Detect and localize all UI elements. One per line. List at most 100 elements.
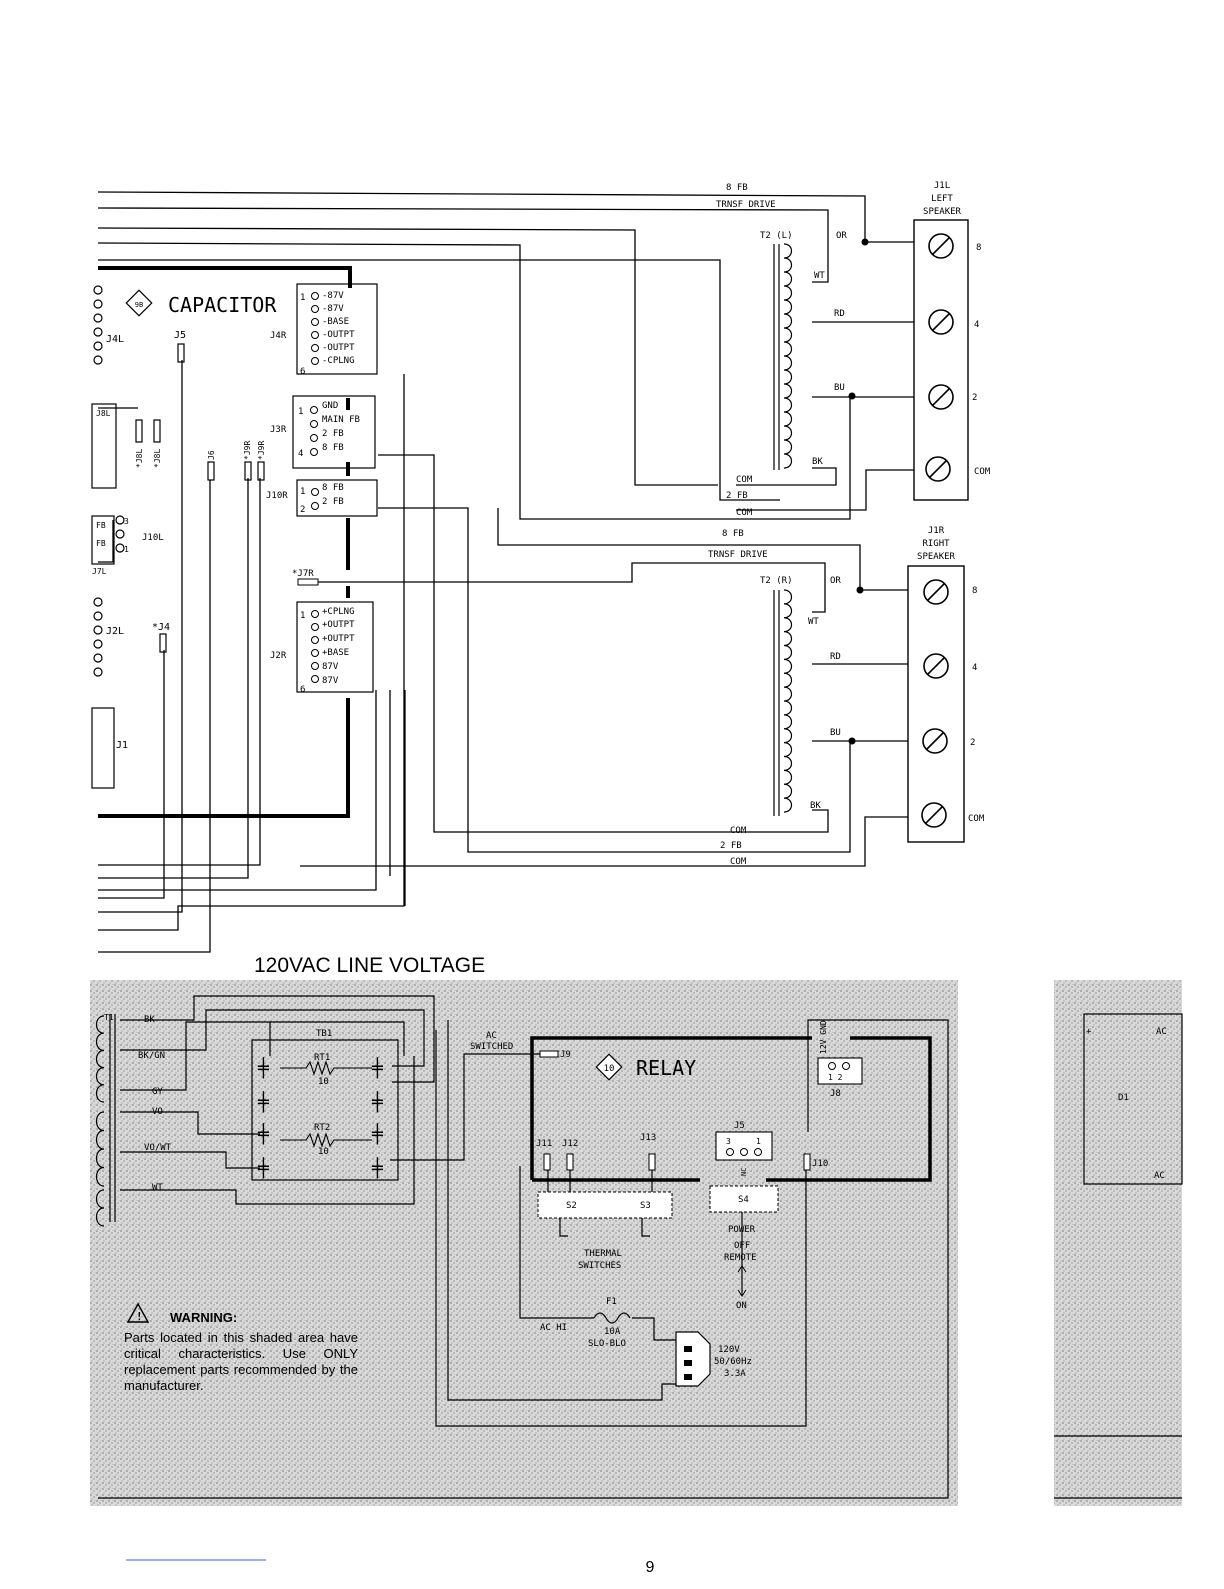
- left-transformer-coil: [783, 243, 793, 469]
- tb1-label: TB1: [316, 1029, 332, 1039]
- right-tap-wt: WT: [808, 617, 819, 627]
- j8-label: J8: [830, 1089, 841, 1099]
- s4-switch-box: [709, 1185, 779, 1213]
- svg-text:╪: ╪: [371, 1091, 384, 1113]
- rt2-value: 10: [318, 1147, 329, 1157]
- relay-bus: [530, 1036, 932, 1182]
- j10l-label: J10L: [142, 533, 164, 543]
- j4r-connector: J4R 1 6 -87V -87V -BASE -OUTPT -OUTPT -C…: [270, 283, 378, 377]
- j2r-pin-4: +BASE: [322, 648, 349, 658]
- right-terminal-2: 2: [970, 738, 975, 748]
- d1-ac-top: AC: [1156, 1027, 1167, 1037]
- s2-label: S2: [566, 1201, 577, 1211]
- right-speaker-line2: SPEAKER: [917, 552, 956, 562]
- j3r-pin-last: 4: [298, 449, 303, 459]
- j10r-label: J10R: [266, 491, 288, 501]
- warning-title: WARNING:: [170, 1310, 237, 1325]
- t1-label: T1: [104, 1013, 114, 1022]
- j4l-label: J4L: [106, 334, 124, 345]
- j2r-connector: J2R 1 6 +CPLNG +OUTPT +OUTPT +BASE 87V 8…: [270, 601, 374, 695]
- j8l-label-b: *J8L: [153, 449, 162, 468]
- capacitor-section: 9B CAPACITOR: [125, 289, 277, 317]
- left-wire-transf-drive: TRNSF DRIVE: [716, 200, 776, 210]
- j2r-pin-5: 87V: [322, 662, 339, 672]
- f1-fuse-icon: [593, 1312, 631, 1324]
- j9r-label-a: *J9R: [243, 441, 252, 460]
- j2r-pin-last: 6: [300, 685, 305, 695]
- left-terminal-2: 2: [972, 393, 977, 403]
- left-wire-com-2: COM: [736, 508, 753, 518]
- j3r-label: J3R: [270, 425, 287, 435]
- j10r-pin-1: 8 FB: [322, 483, 344, 493]
- j10r-pin-last: 2: [300, 505, 305, 515]
- left-transformer-label: T2 (L): [760, 231, 793, 241]
- relay-diamond-icon: [595, 1053, 623, 1081]
- svg-text:╪: ╪: [257, 1123, 270, 1145]
- thermal-line2: SWITCHES: [578, 1261, 621, 1271]
- warning-text: Parts located in this shaded area have c…: [124, 1330, 358, 1393]
- right-transformer-label: T2 (R): [760, 576, 793, 586]
- ac-switched-line1: AC: [486, 1031, 497, 1041]
- heavy-bus: [98, 266, 352, 818]
- svg-text:╪: ╪: [257, 1157, 270, 1179]
- t1-wire-gy: GY: [152, 1087, 163, 1097]
- right-speaker-connector: J1R: [928, 526, 945, 536]
- left-tap-wt: WT: [814, 271, 825, 281]
- d1-plus: +: [1086, 1027, 1092, 1037]
- left-terminal-8: 8: [976, 243, 981, 253]
- rt2-name: RT2: [314, 1123, 330, 1133]
- mains-inlet-icon: [675, 1331, 711, 1387]
- relay-label: RELAY: [636, 1056, 696, 1080]
- rt1-value: 10: [318, 1077, 329, 1087]
- d1-label: D1: [1118, 1093, 1129, 1103]
- svg-text:╪: ╪: [257, 1057, 270, 1079]
- warning-triangle-icon: [126, 1302, 150, 1323]
- right-wire-transf-drive: TRNSF DRIVE: [708, 550, 768, 560]
- left-terminal-screws: [925, 233, 954, 482]
- f1-label: F1: [606, 1297, 617, 1307]
- tb1-terminals: ╪ ╪ ╪ ╪ ╪ ╪ ╪ ╪: [257, 1057, 384, 1179]
- t1-wire-vo: VO: [152, 1107, 163, 1117]
- right-wire-com-2: COM: [730, 857, 747, 867]
- left-speaker-terminal-block: [913, 219, 969, 501]
- j2r-label: J2R: [270, 651, 287, 661]
- warning-exclaim-icon: !: [136, 1310, 143, 1323]
- j8l-top-label: J8L: [96, 409, 111, 418]
- rt1-name: RT1: [314, 1053, 330, 1063]
- svg-text:╪: ╪: [257, 1091, 270, 1113]
- j4r-pin-last: 6: [300, 367, 305, 377]
- right-terminal-screws: [921, 579, 949, 828]
- j3r-pin-2: MAIN FB: [322, 415, 360, 425]
- j9r-label-b: *J9R: [257, 441, 266, 460]
- right-terminal-8: 8: [972, 586, 977, 596]
- t1-wire-wt: WT: [152, 1183, 163, 1193]
- j2r-pin-6: 87V: [322, 676, 339, 686]
- right-panel: + AC D1 AC: [1054, 1013, 1183, 1499]
- j4r-pin-6: -CPLNG: [322, 356, 355, 366]
- j4r-pin-2: -87V: [322, 304, 344, 314]
- j3r-connector: J3R 1 4 GND MAIN FB 2 FB 8 FB: [270, 395, 376, 469]
- right-wire-com-1: COM: [730, 826, 747, 836]
- j12-label: J12: [562, 1139, 578, 1149]
- j1-label: J1: [116, 740, 128, 751]
- s3-label: S3: [640, 1201, 651, 1211]
- svg-text:╪: ╪: [371, 1157, 384, 1179]
- left-wire-2fb: 2 FB: [726, 491, 748, 501]
- thermal-switch-box: [537, 1191, 673, 1219]
- left-tap-or: OR: [836, 231, 847, 241]
- j4r-pin-first: 1: [300, 293, 305, 303]
- rt1-resistor: [280, 1060, 372, 1076]
- j7r-connector: *J7R: [292, 569, 319, 586]
- power-switch-on: ON: [736, 1301, 747, 1311]
- j3r-pin-4: 8 FB: [322, 443, 344, 453]
- j8-pins-label: 12V GND: [819, 1020, 828, 1054]
- capacitor-diamond-icon: [125, 289, 153, 317]
- left-speaker-line2: SPEAKER: [923, 207, 962, 217]
- power-switch-power: POWER: [728, 1225, 756, 1235]
- relay-number: 10: [604, 1064, 615, 1074]
- page-number: 9: [646, 1559, 655, 1576]
- j2r-pin-3: +OUTPT: [322, 634, 355, 644]
- j8l-label-a: *J8L: [135, 449, 144, 468]
